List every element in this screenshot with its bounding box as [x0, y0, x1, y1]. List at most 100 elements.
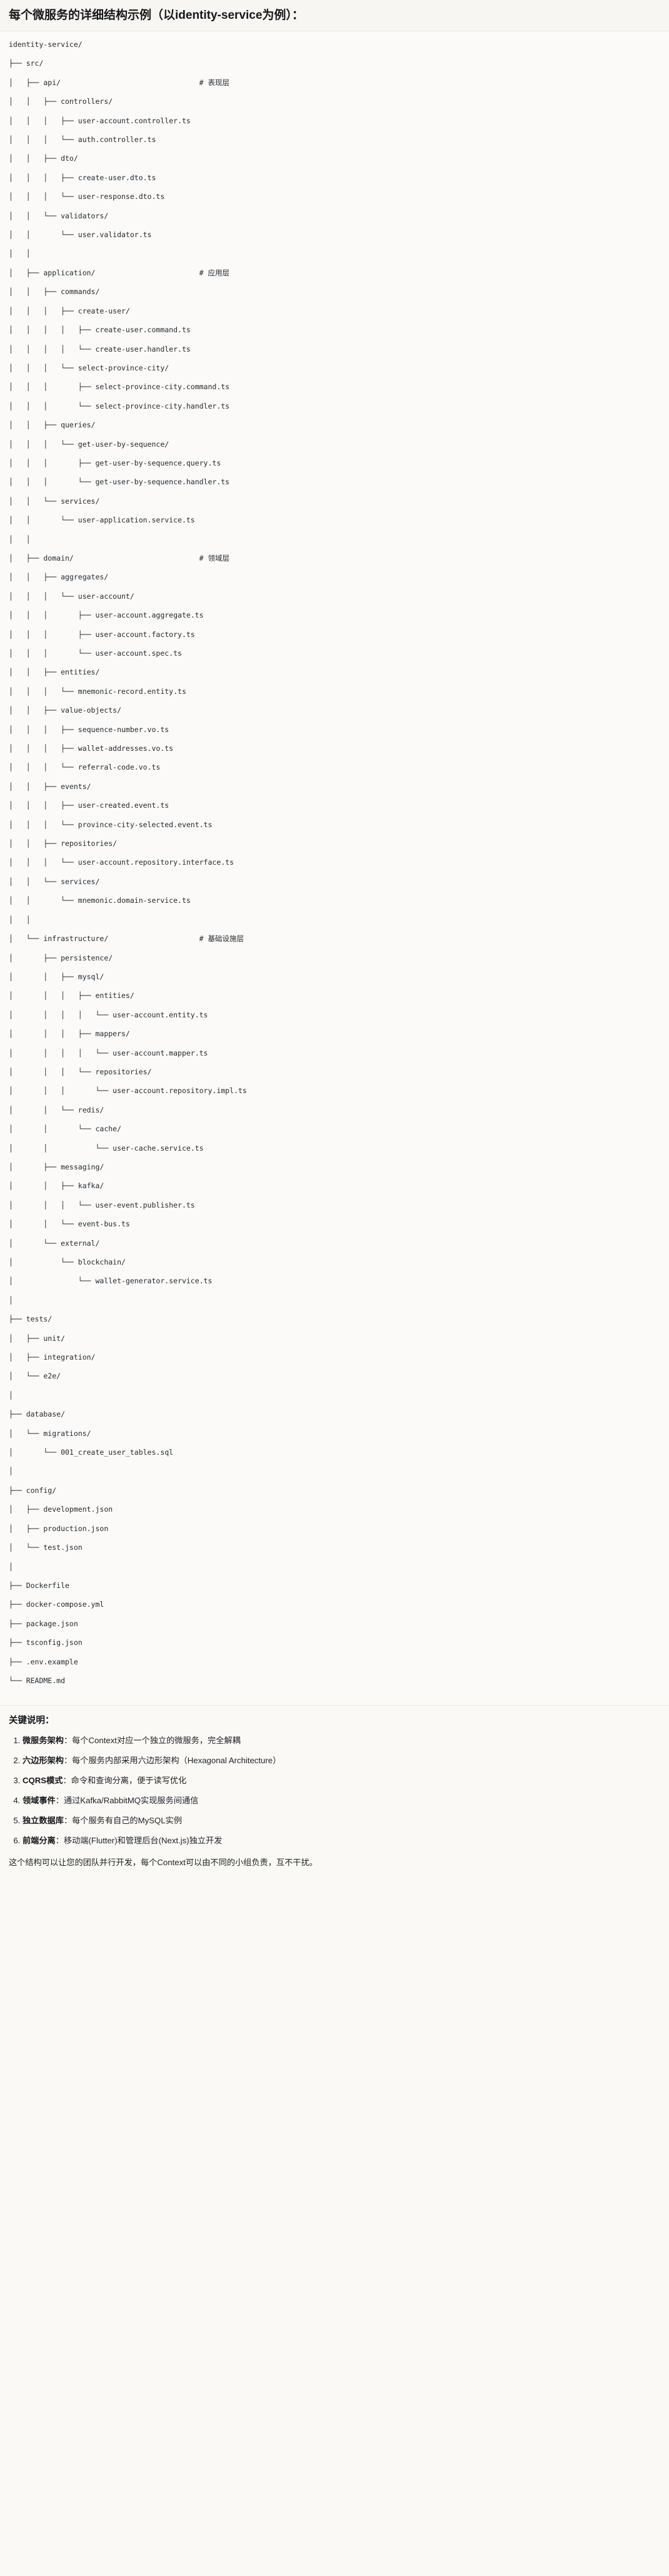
tree-line-path: │ │ └── services/ [9, 496, 100, 506]
tree-line: │ │ │ ├── user-account.factory.ts [9, 630, 660, 639]
tree-line-path: │ └── external/ [9, 1238, 100, 1248]
tree-line: │ │ │ └── user-event.publisher.ts [9, 1201, 660, 1210]
tree-line-path: │ │ │ ├── user-account.controller.ts [9, 116, 191, 125]
tree-line-path: │ │ │ └── user-account/ [9, 591, 134, 601]
tree-line: │ │ │ ├── user-account.controller.ts [9, 116, 660, 126]
tree-line-path: │ │ │ ├── user-account.aggregate.ts [9, 611, 204, 620]
tree-line-path: │ │ ├── repositories/ [9, 839, 118, 848]
tree-line: │ │ │ ├── user-account.aggregate.ts [9, 611, 660, 620]
tree-line: │ │ │ └── repositories/ [9, 1067, 660, 1077]
key-note-description: 每个服务内部采用六边形架构（Hexagonal Architecture） [72, 1756, 281, 1766]
tree-line: │ │ │ └── mnemonic-record.entity.ts [9, 687, 660, 696]
tree-line-path: │ │ └── user-application.service.ts [9, 516, 195, 525]
tree-line-path: │ │ └── redis/ [9, 1105, 104, 1114]
tree-line-path: ├── database/ [9, 1410, 66, 1419]
document-page: 每个微服务的详细结构示例（以identity-service为例）： ident… [0, 0, 669, 1879]
page-title: 每个微服务的详细结构示例（以identity-service为例）： [0, 0, 669, 31]
tree-line: │ └── migrations/ [9, 1429, 660, 1438]
tree-line-path: │ │ └── event-bus.ts [9, 1219, 130, 1229]
tree-line: │ │ │ └── province-city-selected.event.t… [9, 820, 660, 830]
tree-line-path: ├── .env.example [9, 1657, 78, 1666]
tree-line-path: │ │ │ └── mnemonic-record.entity.ts [9, 686, 186, 696]
tree-line: │ │ │ └── get-user-by-sequence.handler.t… [9, 477, 660, 487]
key-note-term: 六边形架构 [23, 1756, 64, 1766]
tree-line-path: │ │ │ │ └── user-account.entity.ts [9, 1010, 208, 1019]
tree-line-gap [95, 268, 199, 277]
tree-line-path: │ ├── persistence/ [9, 953, 113, 962]
tree-line: │ │ │ └── referral-code.vo.ts [9, 763, 660, 772]
tree-line-path: │ └── blockchain/ [9, 1258, 126, 1266]
tree-line: ├── src/ [9, 59, 660, 68]
tree-line-path: │ └── migrations/ [9, 1428, 91, 1438]
tree-line-path: │ │ ├── dto/ [9, 154, 78, 163]
tree-line-path: └── README.md [9, 1676, 66, 1685]
tree-line-path: │ │ │ └── select-province-city.handler.t… [9, 401, 230, 410]
tree-line: └── README.md [9, 1676, 660, 1686]
tree-line-path: │ ├── application/ [9, 268, 96, 277]
key-note-separator: ： [63, 1816, 73, 1826]
tree-line: │ │ ├── dto/ [9, 154, 660, 163]
tree-line-path: │ │ └── cache/ [9, 1124, 122, 1134]
tree-line-path: │ └── test.json [9, 1543, 83, 1552]
tree-line: │ │ │ └── user-account.repository.interf… [9, 858, 660, 867]
tree-line-path: │ ├── integration/ [9, 1353, 96, 1362]
tree-line: │ ├── domain/ # 领域层 [9, 554, 660, 563]
tree-line-path: │ │ │ └── user-account.repository.interf… [9, 858, 234, 867]
tree-line-path: │ │ │ └── user-response.dto.ts [9, 192, 165, 201]
tree-line: │ │ │ ├── wallet-addresses.vo.ts [9, 744, 660, 753]
tree-line: │ │ ├── value-objects/ [9, 706, 660, 715]
tree-line-path: │ ├── development.json [9, 1505, 113, 1514]
key-notes-list: 微服务架构：每个Context对应一个独立的微服务，完全解耦六边形架构：每个服务… [9, 1734, 660, 1846]
tree-line-path: │ │ │ └── repositories/ [9, 1067, 152, 1076]
key-note-term: CQRS模式 [23, 1776, 63, 1786]
tree-line-path: │ │ │ ├── sequence-number.vo.ts [9, 725, 169, 734]
tree-line-path: │ ├── messaging/ [9, 1162, 104, 1171]
tree-line: │ │ │ ├── mappers/ [9, 1029, 660, 1039]
tree-line-path: │ ├── api/ [9, 78, 61, 87]
tree-line: ├── package.json [9, 1619, 660, 1629]
tree-line: │ │ │ ├── sequence-number.vo.ts [9, 725, 660, 735]
key-note-separator: ： [63, 1776, 71, 1786]
tree-line-path: ├── tests/ [9, 1315, 53, 1324]
tree-line: │ ├── persistence/ [9, 954, 660, 963]
tree-line-path: │ │ │ │ ├── create-user.command.ts [9, 325, 191, 335]
tree-line-path: identity-service/ [9, 40, 83, 49]
tree-line: │ │ └── cache/ [9, 1124, 660, 1134]
key-note-item: 六边形架构：每个服务内部采用六边形架构（Hexagonal Architectu… [23, 1754, 660, 1766]
tree-line: │ └── 001_create_user_tables.sql [9, 1448, 660, 1457]
tree-line-path: │ │ ├── aggregates/ [9, 573, 109, 582]
key-note-description: 每个Context对应一个独立的微服务，完全解耦 [72, 1736, 241, 1746]
tree-line: │ │ ├── mysql/ [9, 972, 660, 982]
tree-line-path: │ │ │ │ └── create-user.handler.ts [9, 344, 191, 354]
tree-line: │ │ │ ├── get-user-by-sequence.query.ts [9, 459, 660, 468]
key-note-description: 通过Kafka/RabbitMQ实现服务间通信 [63, 1796, 199, 1806]
tree-line: │ │ │ │ ├── create-user.command.ts [9, 325, 660, 335]
tree-line: │ │ │ ├── user-created.event.ts [9, 801, 660, 810]
tree-line: │ │ │ └── auth.controller.ts [9, 135, 660, 145]
tree-line: │ └── wallet-generator.service.ts [9, 1276, 660, 1286]
tree-line: │ ├── production.json [9, 1524, 660, 1534]
tree-line: │ │ ├── events/ [9, 782, 660, 792]
tree-line-path: │ └── 001_create_user_tables.sql [9, 1448, 174, 1457]
tree-line: ├── docker-compose.yml [9, 1600, 660, 1609]
tree-line: │ │ │ ├── create-user/ [9, 307, 660, 316]
tree-line-comment: # 领域层 [199, 553, 230, 563]
tree-line: │ ├── unit/ [9, 1334, 660, 1343]
tree-line-gap [108, 934, 199, 943]
tree-line: │ │ ├── entities/ [9, 668, 660, 677]
tree-line: │ │ └── redis/ [9, 1106, 660, 1115]
key-note-item: CQRS模式：命令和查询分离，便于读写优化 [23, 1774, 660, 1786]
tree-line-path: │ │ ├── events/ [9, 781, 91, 791]
tree-line-path: ├── Dockerfile [9, 1581, 69, 1590]
tree-line: │ │ │ ├── entities/ [9, 991, 660, 1000]
key-note-term: 领域事件 [23, 1796, 56, 1806]
key-note-item: 独立数据库：每个服务有自己的MySQL实例 [23, 1815, 660, 1826]
tree-line: ├── database/ [9, 1410, 660, 1419]
directory-tree: identity-service/ ├── src/ │ ├── api/ # … [9, 40, 660, 1695]
tree-line-path: │ │ │ └── user-event.publisher.ts [9, 1200, 195, 1209]
tree-line-path: │ ├── unit/ [9, 1333, 66, 1343]
tree-line-gap [74, 554, 199, 563]
tree-line-path: │ │ │ └── referral-code.vo.ts [9, 763, 161, 772]
key-note-separator: ： [55, 1836, 64, 1846]
tree-line-path: │ │ │ └── user-account.repository.impl.t… [9, 1086, 247, 1096]
